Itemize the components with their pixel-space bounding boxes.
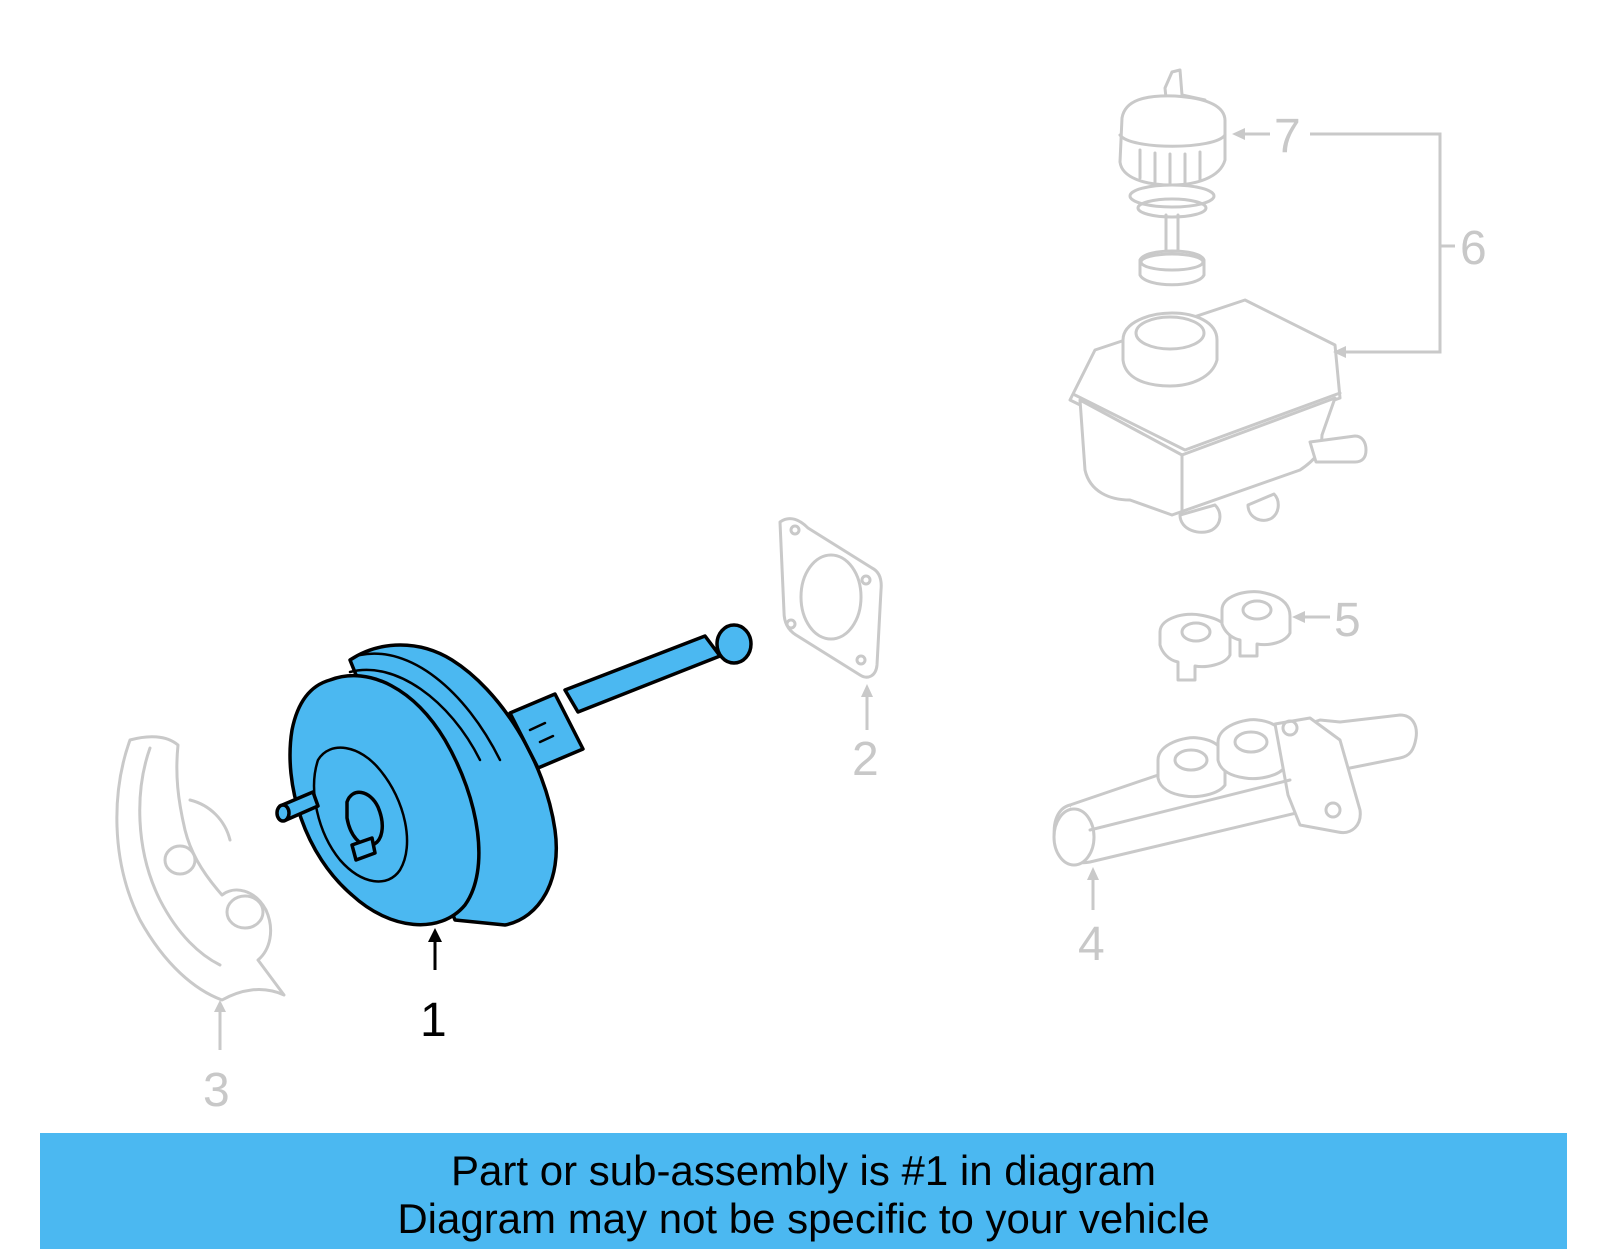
- callout-4: 4: [1078, 918, 1105, 971]
- part-3-shield: [115, 735, 286, 1002]
- callout-2-leader: [861, 684, 873, 730]
- part-7-reservoir-cap: [1118, 68, 1227, 287]
- callout-1-leader: [428, 928, 442, 970]
- parts-diagram: 3 1 2: [115, 68, 1487, 1117]
- part-4-master-cylinder: [1052, 713, 1418, 867]
- callout-5-leader: [1292, 611, 1330, 623]
- info-banner: Part or sub-assembly is #1 in diagram Di…: [40, 1133, 1567, 1249]
- callout-1: 1: [420, 994, 447, 1047]
- callout-6: 6: [1460, 222, 1487, 275]
- part-6-reservoir: [1068, 298, 1368, 534]
- callout-2: 2: [852, 733, 879, 786]
- banner-line-1: Part or sub-assembly is #1 in diagram: [451, 1147, 1156, 1194]
- callout-7-leader: [1232, 128, 1270, 140]
- callout-7: 7: [1274, 110, 1301, 163]
- callout-3: 3: [203, 1064, 230, 1117]
- callout-4-leader: [1087, 867, 1099, 910]
- part-5-grommets: [1158, 590, 1292, 682]
- banner-line-2: Diagram may not be specific to your vehi…: [397, 1195, 1210, 1242]
- part-1-brake-booster: [275, 623, 753, 927]
- callout-5: 5: [1334, 594, 1361, 647]
- callout-3-leader: [214, 1000, 226, 1050]
- part-2-gasket: [778, 517, 883, 679]
- callout-6-bracket: [1310, 132, 1455, 358]
